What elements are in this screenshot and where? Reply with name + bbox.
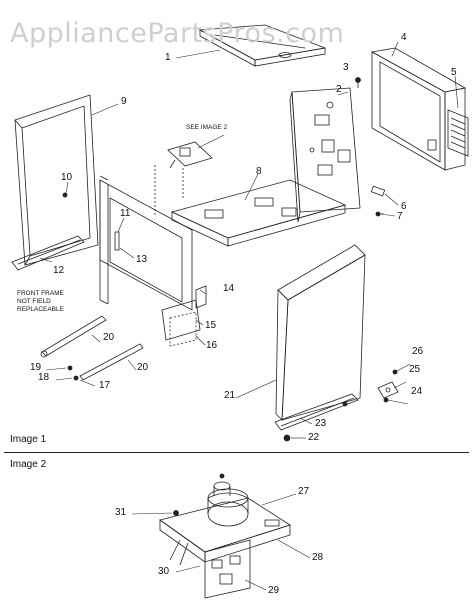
callout-30: 30 xyxy=(158,566,170,577)
right-side-panel xyxy=(275,244,366,421)
see-image-note: SEE IMAGE 2 xyxy=(186,124,228,131)
callout-23: 23 xyxy=(315,418,327,429)
leader-lines xyxy=(39,41,459,439)
callout-26: 26 xyxy=(412,346,424,357)
screw-24 xyxy=(383,397,389,403)
callout-27: 27 xyxy=(298,486,310,497)
panel-16 xyxy=(169,311,197,347)
callout-20-upper: 20 xyxy=(103,332,115,343)
callout-21: 21 xyxy=(224,390,236,401)
leveling-leg-25 xyxy=(377,381,399,399)
callout-4: 4 xyxy=(401,32,407,43)
callout-20-lower: 20 xyxy=(137,362,149,373)
callout-12: 12 xyxy=(53,265,65,276)
callout-29: 29 xyxy=(268,585,280,596)
watermark: AppliancePartsPros.com xyxy=(10,18,345,49)
rod-20-upper xyxy=(40,315,107,358)
callout-3: 3 xyxy=(343,62,349,73)
front-frame-note: FRONT FRAME NOT FIELD REPLACEABLE xyxy=(17,290,64,313)
section-label-image-1: Image 1 xyxy=(10,434,47,445)
screw-18 xyxy=(73,375,79,381)
callout-13: 13 xyxy=(136,254,148,265)
rear-grille xyxy=(447,109,469,157)
back-wall-panel xyxy=(289,87,361,223)
switch-assembly-detail xyxy=(159,473,291,599)
callout-28: 28 xyxy=(312,552,324,563)
callout-24: 24 xyxy=(411,386,423,397)
toe-rail-right xyxy=(274,393,359,431)
screw-26 xyxy=(392,369,398,375)
callout-9: 9 xyxy=(121,96,127,107)
panel-15 xyxy=(161,299,201,341)
callout-31: 31 xyxy=(115,507,127,518)
callout-6: 6 xyxy=(401,201,407,212)
callout-10: 10 xyxy=(61,172,73,183)
callout-17: 17 xyxy=(99,380,111,391)
screw-7 xyxy=(375,211,384,217)
callout-14: 14 xyxy=(223,283,235,294)
callout-15: 15 xyxy=(205,320,217,331)
callout-2: 2 xyxy=(336,84,342,95)
callout-22: 22 xyxy=(308,432,320,443)
left-side-panel xyxy=(14,94,99,266)
screw-22 xyxy=(283,434,291,442)
front-frame xyxy=(99,175,193,311)
cooktop-support xyxy=(170,179,347,247)
section-divider xyxy=(4,452,469,453)
section-label-image-2: Image 2 xyxy=(10,459,47,470)
bracket-14 xyxy=(195,285,207,309)
screw-19 xyxy=(67,365,73,371)
callout-1: 1 xyxy=(165,52,171,63)
callout-8: 8 xyxy=(256,166,262,177)
callout-7: 7 xyxy=(397,211,403,222)
top-panel xyxy=(198,24,327,67)
callout-25: 25 xyxy=(409,364,421,375)
toe-rail-left xyxy=(11,235,85,271)
switch-assembly-thumb xyxy=(167,141,213,169)
leader-lines-image2 xyxy=(131,493,311,591)
callout-18: 18 xyxy=(38,372,50,383)
callout-11: 11 xyxy=(120,208,131,219)
screw-10 xyxy=(62,192,68,198)
callout-5: 5 xyxy=(451,67,457,78)
callout-19: 19 xyxy=(30,362,42,373)
rear-panel xyxy=(370,47,467,171)
callout-16: 16 xyxy=(206,340,218,351)
bracket-6 xyxy=(370,185,386,197)
rod-20-lower xyxy=(79,343,144,381)
screw-3 xyxy=(355,77,361,88)
